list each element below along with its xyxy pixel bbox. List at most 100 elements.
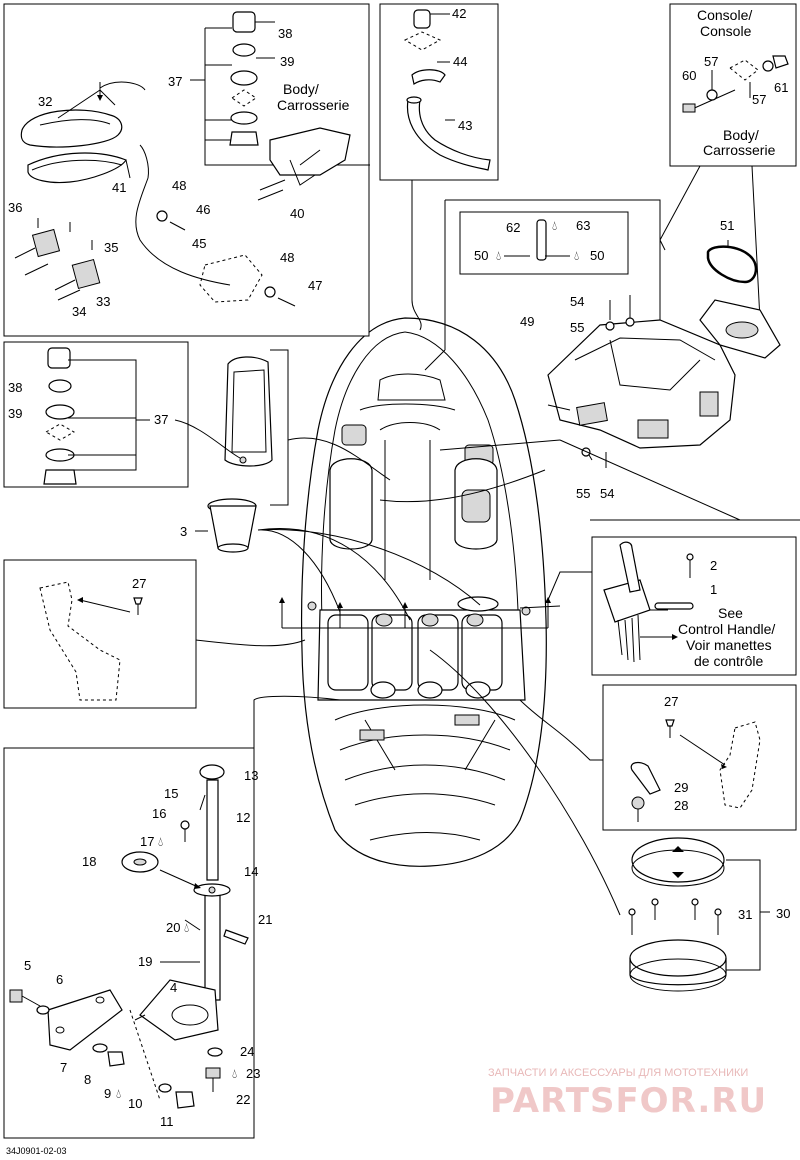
callout-10: 10: [128, 1096, 142, 1111]
watermark-line1: ЗАПЧАСТИ И АКСЕССУАРЫ ДЛЯ МОТОТЕХНИКИ: [488, 1067, 748, 1079]
console-assembly: [379, 199, 800, 521]
callout-38b: 38: [8, 380, 22, 395]
callout-55: 55: [570, 320, 584, 335]
callout-35: 35: [104, 240, 118, 255]
body-label-2: Carrosserie: [277, 97, 350, 113]
diagram-code: 34J0901-02-03: [6, 1146, 67, 1156]
callout-36: 36: [8, 200, 22, 215]
callout-33: 33: [96, 294, 110, 309]
console-label-2: Console: [700, 23, 752, 39]
drop-icon-63: 💧︎: [552, 218, 557, 233]
body2-label-2: Carrosserie: [703, 142, 776, 158]
callout-43: 43: [458, 118, 472, 133]
callout-34: 34: [72, 304, 86, 319]
see-label-4: de contrôle: [694, 653, 763, 669]
callout-39b: 39: [8, 406, 22, 421]
see-label-2: Control Handle/: [678, 621, 775, 637]
see-label-1: See: [718, 605, 743, 621]
console-label-1: Console/: [697, 7, 752, 23]
callout-55b: 55: [576, 486, 590, 501]
callout-54: 54: [570, 294, 584, 309]
callout-30: 30: [776, 906, 790, 921]
callout-23: 23: [246, 1066, 260, 1081]
body2-label-1: Body/: [723, 127, 759, 143]
see-label-3: Voir manettes: [686, 637, 772, 653]
callout-20: 20: [166, 920, 180, 935]
steering-assembly-box: [3, 695, 341, 1139]
callout-14: 14: [244, 864, 258, 879]
callout-5: 5: [24, 958, 31, 973]
callout-49: 49: [520, 314, 534, 329]
callout-12: 12: [236, 810, 250, 825]
callout-57: 57: [704, 54, 718, 69]
callout-50: 50: [474, 248, 488, 263]
drop-icon-50a: 💧︎: [496, 248, 501, 263]
callout-4: 4: [170, 980, 177, 995]
callout-63: 63: [576, 218, 590, 233]
side-trim-box: [519, 684, 797, 831]
callout-7: 7: [60, 1060, 67, 1075]
callout-46: 46: [196, 202, 210, 217]
callout-54b: 54: [600, 486, 614, 501]
callout-41: 41: [112, 180, 126, 195]
control-handle-box: [519, 536, 797, 676]
side-panel-box: [3, 559, 306, 709]
callout-19: 19: [138, 954, 152, 969]
callout-47: 47: [308, 278, 322, 293]
callout-16: 16: [152, 806, 166, 821]
callout-37: 37: [168, 74, 182, 89]
callout-31: 31: [738, 907, 752, 922]
callout-18: 18: [82, 854, 96, 869]
callout-37b: 37: [154, 412, 168, 427]
vent-hose-box: [379, 3, 499, 331]
callout-57b: 57: [752, 92, 766, 107]
callout-51: 51: [720, 218, 734, 233]
callout-50b: 50: [590, 248, 604, 263]
callout-labels: 38 39 37 32 41 48 46 36 35 45 40 48 47 3…: [6, 6, 790, 1156]
callout-29: 29: [674, 780, 688, 795]
callout-39: 39: [280, 54, 294, 69]
callout-24: 24: [240, 1044, 254, 1059]
callout-48b: 48: [280, 250, 294, 265]
callout-40: 40: [290, 206, 304, 221]
callout-21: 21: [258, 912, 272, 927]
callout-15: 15: [164, 786, 178, 801]
callout-27b: 27: [664, 694, 678, 709]
callout-6: 6: [56, 972, 63, 987]
drop-icon-23: 💧︎: [232, 1066, 237, 1081]
callout-2: 2: [710, 558, 717, 573]
callout-38: 38: [278, 26, 292, 41]
callout-3: 3: [180, 524, 187, 539]
callout-1: 1: [710, 582, 717, 597]
storage-plug-box: [3, 341, 391, 506]
callout-62: 62: [506, 220, 520, 235]
callout-32: 32: [38, 94, 52, 109]
hull-body: [279, 317, 551, 867]
callout-45: 45: [192, 236, 206, 251]
callout-61: 61: [774, 80, 788, 95]
drop-icon-17: 💧︎: [158, 834, 163, 849]
callout-44: 44: [453, 54, 467, 69]
console-fastener-box: [659, 3, 797, 321]
callout-48: 48: [172, 178, 186, 193]
body-label-1: Body/: [283, 81, 319, 97]
callout-27: 27: [132, 576, 146, 591]
callout-9: 9: [104, 1086, 111, 1101]
drop-icon-20: 💧︎: [184, 920, 189, 935]
callout-13: 13: [244, 768, 258, 783]
cup-holder-part: [195, 498, 481, 621]
callout-11: 11: [160, 1114, 174, 1129]
watermark-logo: PARTSFOR.RU: [490, 1081, 767, 1121]
drop-icon-50b: 💧︎: [574, 248, 579, 263]
callout-22: 22: [236, 1092, 250, 1107]
hatch-cover: [429, 649, 770, 992]
callout-60: 60: [682, 68, 696, 83]
callout-28: 28: [674, 798, 688, 813]
callout-8: 8: [84, 1072, 91, 1087]
callout-17: 17: [140, 834, 154, 849]
drop-icon-9: 💧︎: [116, 1086, 121, 1101]
seat-assembly-box: [3, 3, 370, 337]
callout-42: 42: [452, 6, 466, 21]
